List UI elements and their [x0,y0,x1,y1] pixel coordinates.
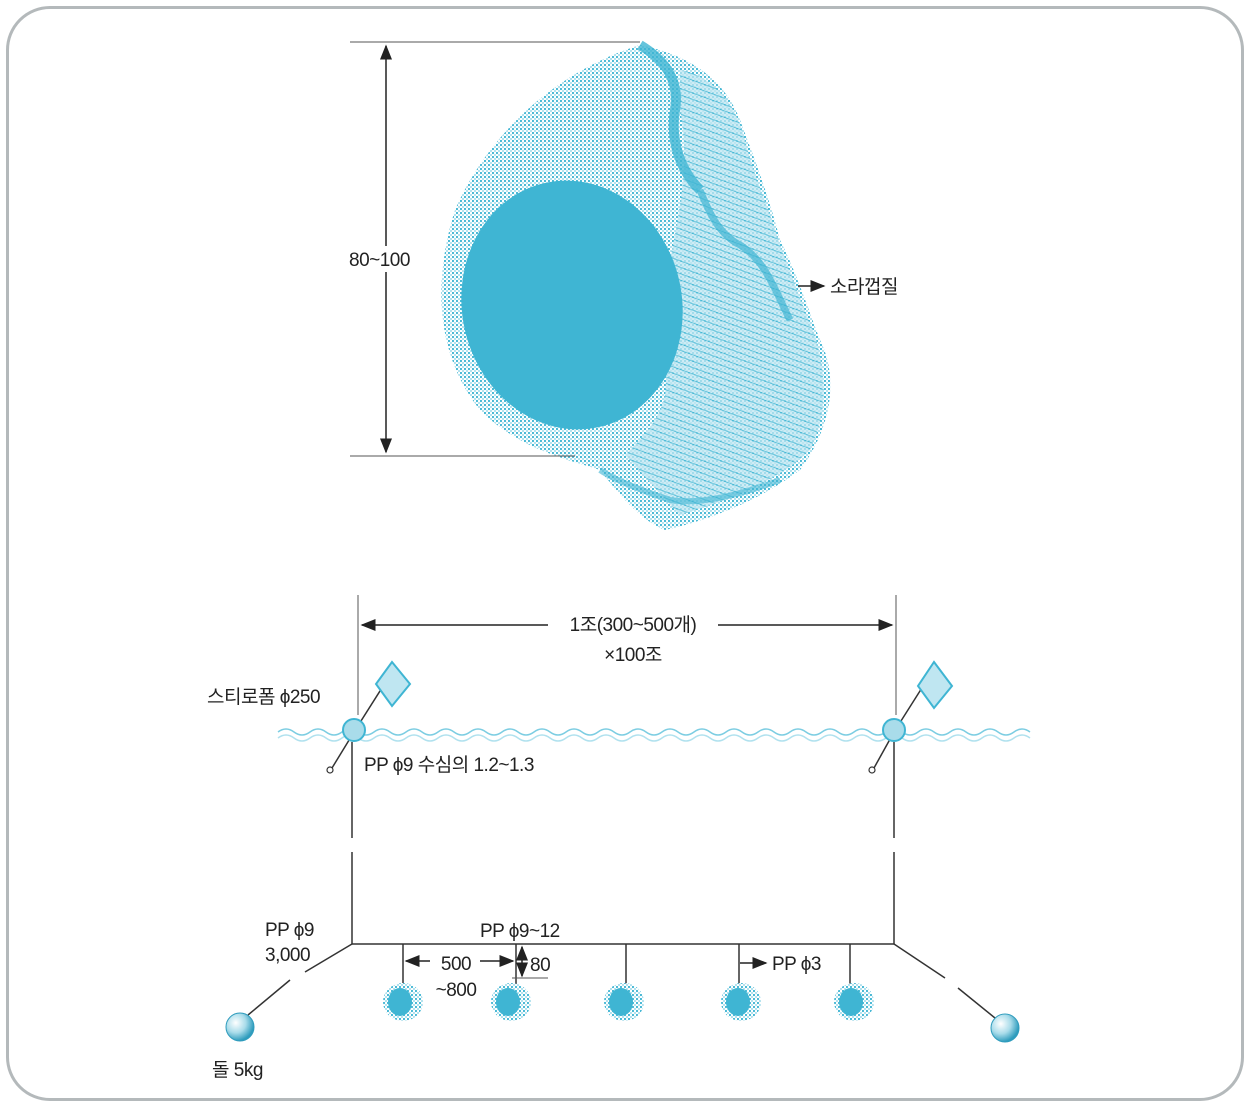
branch-line-label: PP ϕ3 [772,954,821,975]
spacing-label-line1: 500 [441,954,471,975]
conch-shell-illustration [441,40,831,530]
spacing-label-line2: ~800 [436,980,477,1001]
shell-trap [383,983,423,1021]
spacing-dimension [404,950,515,974]
branch-length-dimension [512,945,548,979]
span-label-line2: ×100조 [604,645,662,666]
shell-trap [604,983,644,1021]
right-float-buoy [868,660,954,774]
float-label: 스티로폼 ϕ250 [207,686,320,708]
shell-height-label: 80~100 [349,250,410,271]
shell-traps [383,983,874,1021]
anchor-rope-label-line2: 3,000 [265,945,310,966]
material-label: 소라껍질 [830,276,898,298]
float-rope-label: PP ϕ9 수심의 1.2~1.3 [364,754,534,776]
shell-trap [721,983,761,1021]
shell-trap [834,983,874,1021]
left-float-buoy [326,660,412,774]
shell-trap [491,983,531,1021]
anchor-ropes [247,943,996,1019]
right-anchor-stone [990,1013,1020,1043]
main-line-label: PP ϕ9~12 [480,921,560,942]
water-surface [277,728,1031,742]
anchor-rope-label-line1: PP ϕ9 [265,920,314,941]
span-dimension [357,595,897,715]
branch-length-label: 80 [530,955,550,976]
shell-height-dimension [348,41,640,457]
left-anchor-stone [225,1012,255,1042]
span-label-line1: 1조(300~500개) [570,614,697,636]
anchor-label: 돌 5kg [212,1060,263,1081]
vertical-ropes [351,742,895,944]
